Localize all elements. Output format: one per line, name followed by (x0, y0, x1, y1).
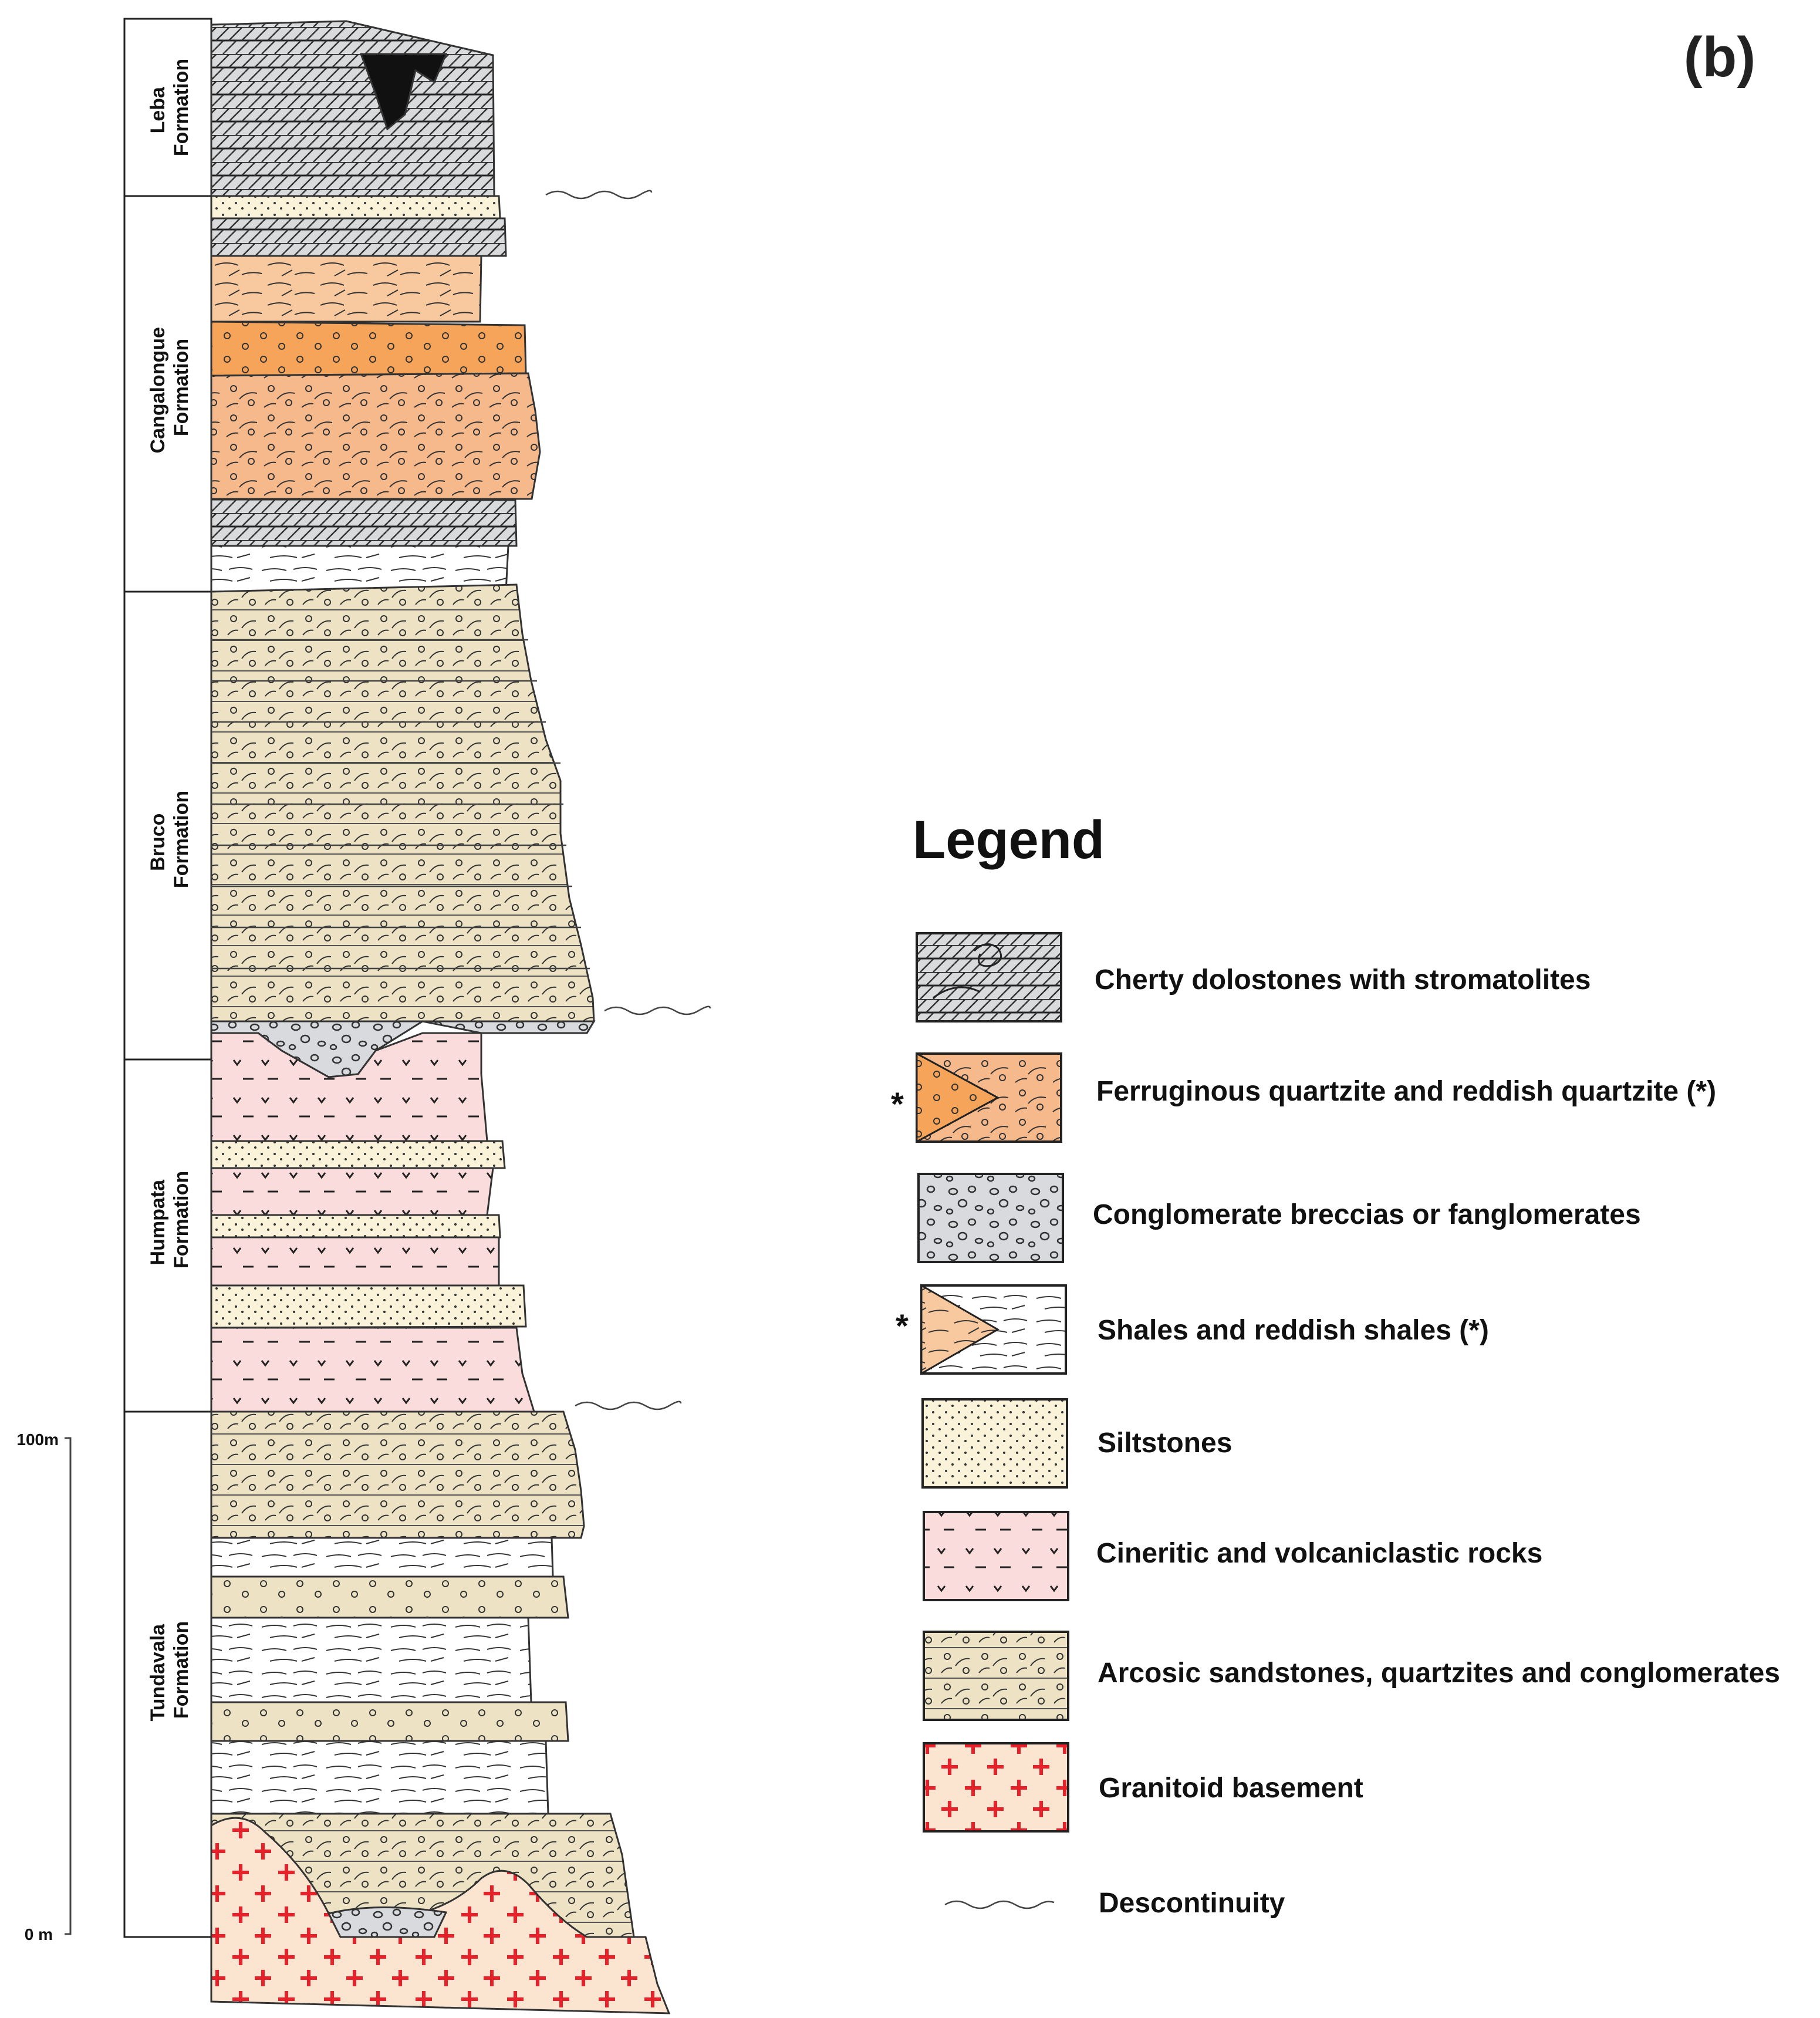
legend-label-volcanic: Cineritic and volcaniclastic rocks (1096, 1538, 1542, 1569)
layer-bruco-sandstone (210, 583, 595, 1023)
layer-leba-chert-black (359, 53, 448, 131)
formation-label-cangalongue: Cangalongue Formation (147, 322, 193, 454)
legend-swatch-shale (920, 1284, 1067, 1375)
layer-basal-conglomerate (327, 1906, 448, 1938)
stratigraphic-column (210, 20, 671, 2014)
layer-siltstone-2 (210, 1140, 506, 1169)
layer-siltstone-4 (210, 1284, 527, 1329)
legend-swatch-discontinuity (944, 1900, 1055, 1909)
formation-label-leba: Leba Formation (147, 59, 193, 156)
legend-swatch-dolostone (916, 932, 1062, 1023)
legend-label-dolostone: Cherty dolostones with stromatolites (1095, 964, 1591, 995)
legend-label-siltstone: Siltstones (1098, 1428, 1232, 1459)
formation-label-tundavala: Tundavala Formation (147, 1618, 193, 1721)
layer-ferruginous-quartzite (210, 320, 527, 377)
legend-swatch-volcanic (923, 1511, 1069, 1601)
layer-siltstone-1 (210, 195, 501, 220)
scale-top-label: 100m (16, 1430, 59, 1449)
discontinuity-wave-1 (545, 190, 653, 200)
legend-label-ferruginous: Ferruginous quartzite and reddish quartz… (1096, 1076, 1716, 1107)
layer-shale-3 (210, 1617, 532, 1703)
discontinuity-markers (545, 190, 711, 1410)
discontinuity-wave-2 (604, 1005, 711, 1015)
legend-swatch-conglomerate (917, 1173, 1064, 1263)
layer-dolostone-2 (210, 217, 507, 257)
legend-title: Legend (913, 810, 1105, 870)
scale-bar: 100m 0 m (16, 1430, 72, 1943)
discontinuity-wave-3 (575, 1401, 682, 1410)
legend-swatch-granite (923, 1742, 1069, 1833)
legend-asterisk-shale: * (896, 1307, 909, 1344)
layer-reddish-shale (210, 255, 482, 323)
legend-swatch-ferruginous (916, 1052, 1062, 1143)
layer-shale-1 (210, 545, 509, 593)
layer-siltstone-3 (210, 1214, 501, 1239)
formation-label-bruco: Bruco Formation (147, 791, 193, 888)
layer-leba-dolostone (210, 20, 495, 197)
legend-asterisk-ferruginous: * (891, 1085, 904, 1122)
formation-label-humpata: Humpata Formation (147, 1171, 193, 1268)
legend-label-shale: Shales and reddish shales (*) (1098, 1315, 1489, 1346)
legend-label-discontinuity: Descontinuity (1099, 1888, 1285, 1919)
legend-swatch-sandstone (923, 1631, 1069, 1721)
formation-labels: Leba Formation Cangalongue Formation Bru… (123, 18, 212, 1938)
legend-label-granite: Granitoid basement (1099, 1773, 1363, 1804)
layer-sandstone-3 (210, 1701, 569, 1742)
layer-tundavala-sandstone-1 (210, 1410, 585, 1539)
layer-volcanic-2 (210, 1167, 494, 1216)
bruco-bedding-lines (211, 639, 590, 970)
legend-swatch-siltstone (921, 1398, 1068, 1489)
legend: Legend Cherty dolostones with stromatoli… (891, 810, 1780, 1919)
scale-bottom-label: 0 m (25, 1925, 53, 1943)
layer-reddish-quartzite (210, 372, 541, 500)
legend-label-conglomerate: Conglomerate breccias or fanglomerates (1093, 1199, 1641, 1230)
panel-label: (b) (1684, 26, 1756, 89)
layer-sandstone-2 (210, 1575, 569, 1619)
layer-dolostone-3 (210, 498, 518, 547)
layer-shale-4 (210, 1740, 549, 1815)
layer-shale-2 (210, 1537, 554, 1578)
layer-volcanic-3 (210, 1236, 500, 1287)
legend-label-sandstone: Arcosic sandstones, quartzites and congl… (1098, 1658, 1780, 1689)
layer-volcanic-4 (210, 1327, 536, 1413)
